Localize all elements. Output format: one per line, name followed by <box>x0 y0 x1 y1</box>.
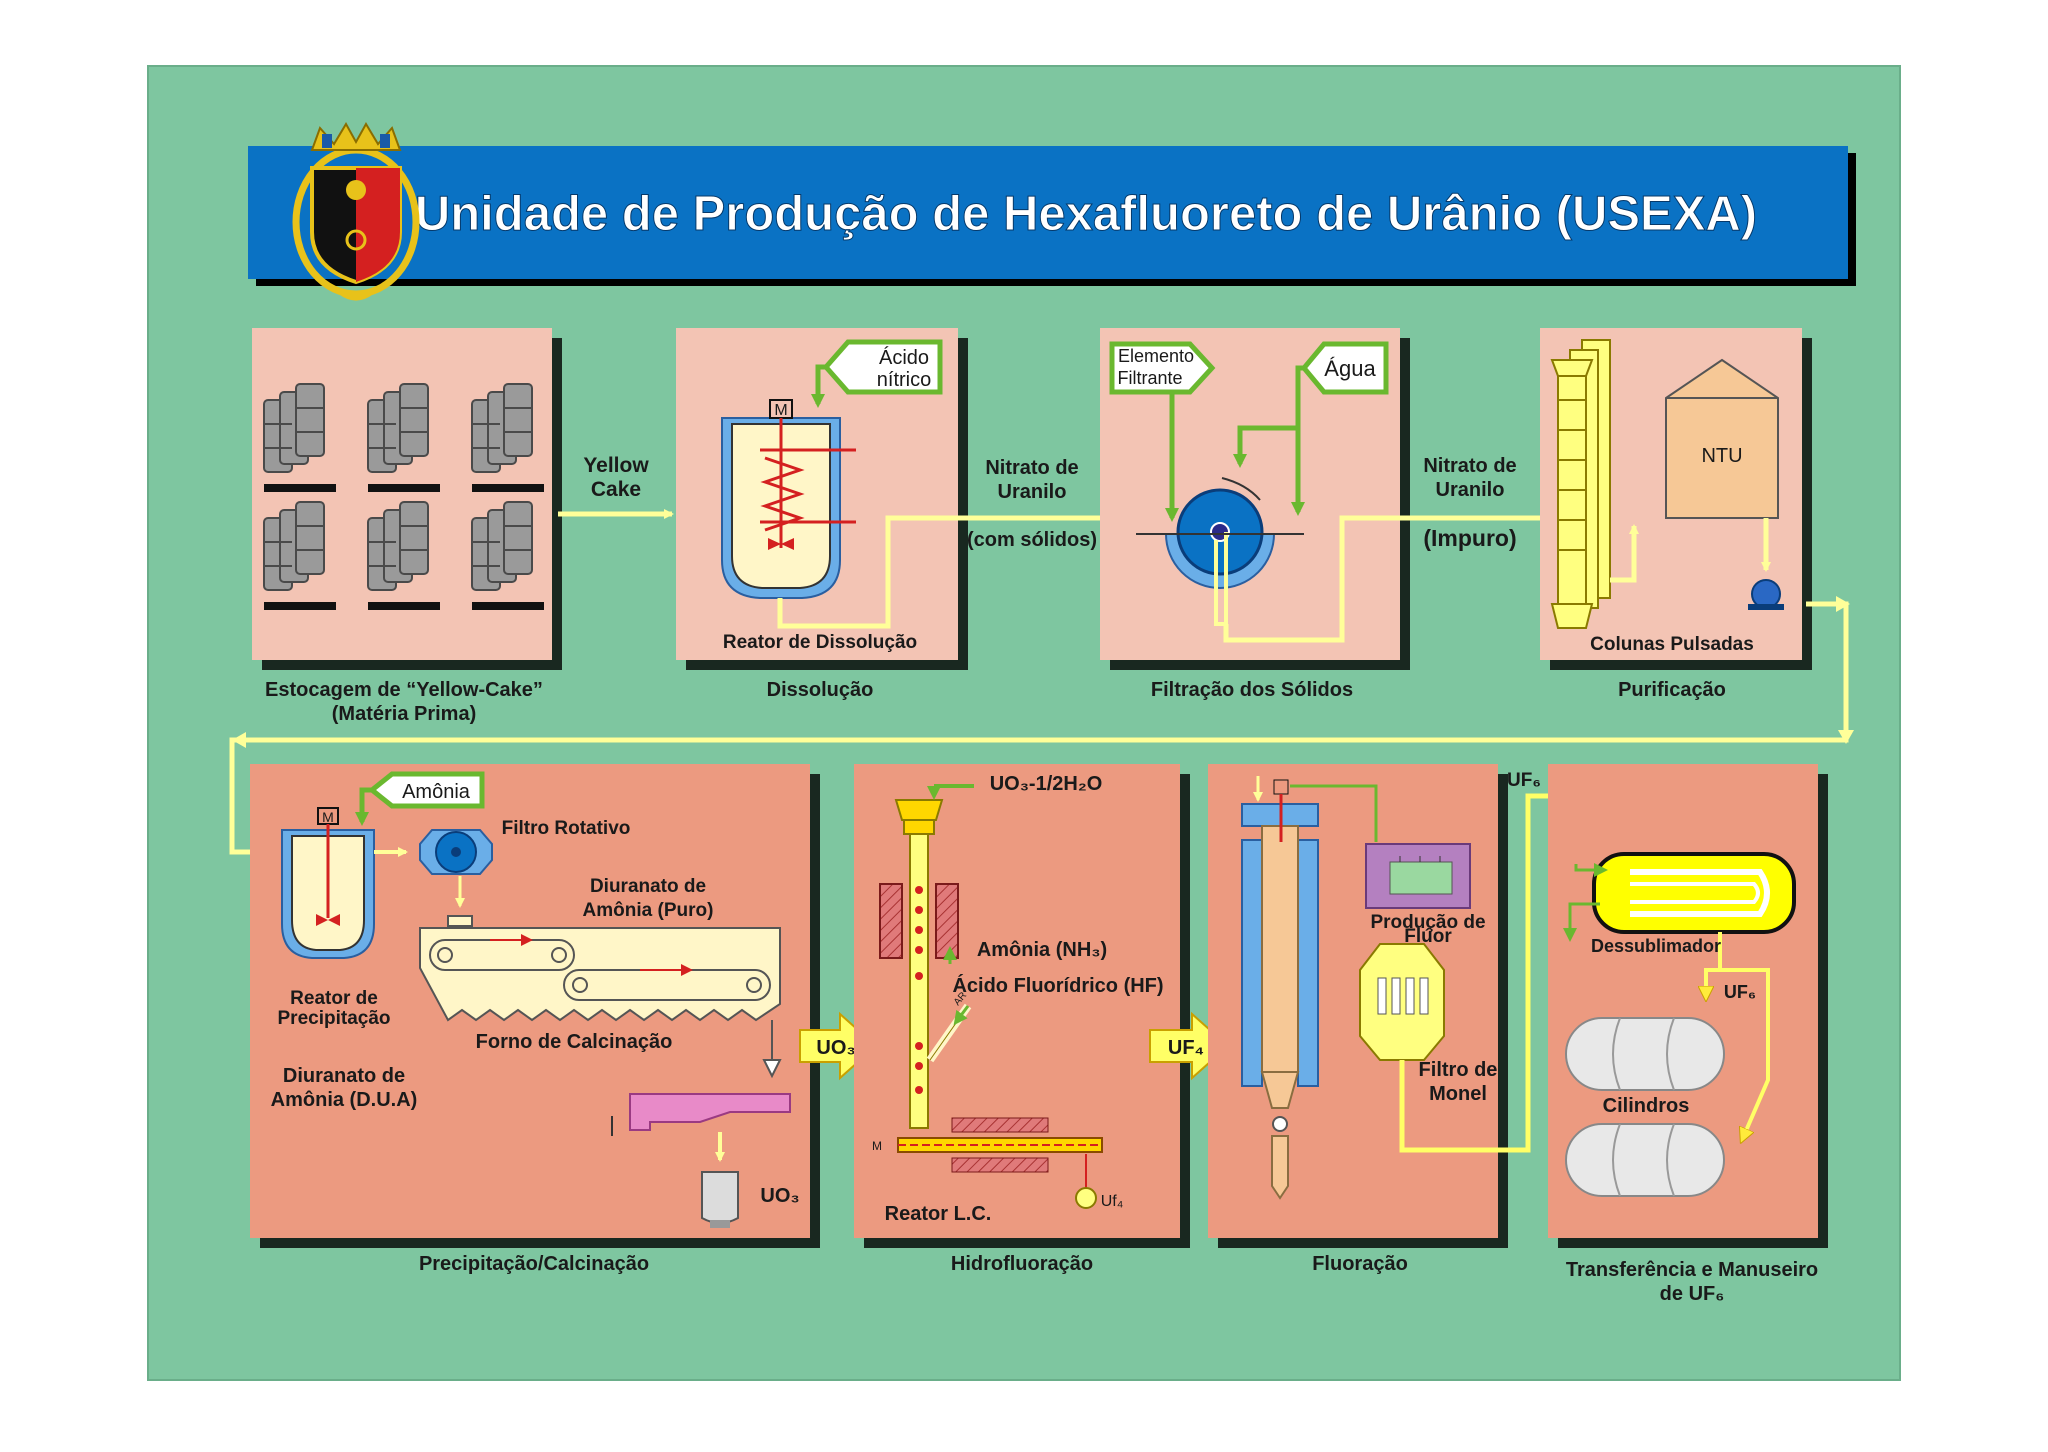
uo3-feed-label: UO₃-1/2H₂O <box>990 773 1103 795</box>
caption-precipitacao: Precipitação/Calcinação <box>419 1253 649 1275</box>
svg-text:Água: Água <box>1324 356 1376 381</box>
filtro-rotativo <box>419 829 493 875</box>
dua-label-2: Amônia (D.U.A) <box>271 1089 418 1111</box>
caption-estocagem-1: Estocagem de “Yellow-Cake” <box>265 679 543 701</box>
producao-fluor-2: Flúor <box>1404 926 1452 947</box>
flow-label-nitrato-impuro-1: Nitrato de <box>1423 455 1516 477</box>
flow-arrowhead-left <box>232 732 246 748</box>
forno-label: Forno de Calcinação <box>476 1031 673 1053</box>
fluorination-reactor <box>1241 776 1378 1200</box>
reator-lc-label: Reator L.C. <box>885 1203 992 1225</box>
caption-fluoracao: Fluoração <box>1312 1253 1408 1275</box>
hydrofluorination-reactor: M Uf₄ AR <box>872 784 1124 1210</box>
panel-estocagem <box>252 328 562 670</box>
panel-hidrofluoracao <box>854 764 1190 1248</box>
svg-text:UO₃: UO₃ <box>816 1037 855 1059</box>
precipitation-reactor: M <box>281 807 375 959</box>
coat-of-arms-emblem <box>292 122 420 301</box>
forno-de-calcinacao <box>419 915 781 1022</box>
flow-label-yellow: Yellow <box>583 454 649 477</box>
title-bar <box>248 146 1848 279</box>
uo3-product-label: UO₃ <box>760 1185 799 1207</box>
pump-icon <box>1751 579 1781 609</box>
caption-transferencia-1: Transferência e Manuseiro <box>1566 1259 1818 1281</box>
svg-text:Amônia: Amônia <box>402 781 471 803</box>
uf4-hf-label: Uf₄ <box>1101 1193 1124 1210</box>
caption-hidrofluoracao: Hidrofluoração <box>951 1253 1093 1275</box>
dua-label-1: Diuranato de <box>283 1065 405 1087</box>
diuranato-puro-1: Diuranato de <box>590 876 706 897</box>
cylinder-bottom <box>1565 1123 1725 1197</box>
pulsed-columns <box>1550 339 1611 629</box>
colunas-pulsadas-label: Colunas Pulsadas <box>1590 634 1754 655</box>
reator-precipitacao-2: Precipitação <box>278 1008 391 1029</box>
amonia-tag: Amônia <box>355 771 485 826</box>
ntu-tank: NTU <box>1610 358 1784 610</box>
caption-dissolucao: Dissolução <box>767 679 874 701</box>
page-title: Unidade de Produção de Hexafluoreto de U… <box>415 187 1757 241</box>
flow-arrowhead-down <box>1838 730 1854 744</box>
svg-text:Elemento: Elemento <box>1118 346 1194 366</box>
producao-de-fluor-unit <box>1365 843 1471 909</box>
amonia-nh3-label: Amônia (NH₃) <box>977 939 1107 961</box>
flow-label-nitrato-impuro-2: Uranilo <box>1436 479 1505 501</box>
flow-line-nitrato-com-solidos <box>777 513 1148 629</box>
elemento-filtrante-tag: Elemento Filtrante <box>1109 341 1216 522</box>
motor-label: M <box>774 402 787 419</box>
svg-text:UF₄: UF₄ <box>1168 1037 1204 1059</box>
svg-text:M: M <box>322 809 334 825</box>
filtro-monel <box>1359 793 1684 1153</box>
reator-precipitacao-1: Reator de <box>290 988 378 1009</box>
filtro-monel-1: Filtro de <box>1419 1059 1498 1081</box>
caption-estocagem-2: (Matéria Prima) <box>332 703 477 725</box>
rotary-filter <box>1136 477 1396 643</box>
flow-label-nitrato-1: Nitrato de <box>985 457 1078 479</box>
svg-text:Filtrante: Filtrante <box>1117 368 1182 388</box>
acido-fluoridrico-label: Ácido Fluorídrico (HF) <box>952 974 1163 997</box>
svg-text:NTU: NTU <box>1701 445 1742 467</box>
svg-text:nítrico: nítrico <box>877 369 931 391</box>
diuranato-puro-2: Amônia (Puro) <box>583 900 714 921</box>
filtro-rotativo-label: Filtro Rotativo <box>502 818 631 839</box>
producao-fluor-1: Produção de <box>1370 912 1485 933</box>
uf6-transfer-label: UF₆ <box>1724 982 1756 1002</box>
svg-text:Ácido: Ácido <box>879 346 929 369</box>
reator-dissolucao-label: Reator de Dissolução <box>723 632 917 653</box>
flow-label-nitrato-2: Uranilo <box>998 481 1067 503</box>
dessublimador-unit <box>1563 852 1796 1140</box>
cylinder-top <box>1565 1017 1725 1091</box>
caption-filtracao: Filtração dos Sólidos <box>1151 679 1353 701</box>
uf6-flow-label: UF₆ <box>1507 770 1541 791</box>
caption-purificacao: Purificação <box>1618 679 1726 701</box>
agua-tag: Água <box>1233 341 1389 516</box>
flow-arrowhead-right <box>1836 596 1850 612</box>
dissolution-reactor: M <box>721 399 856 599</box>
caption-transferencia-2: de UF₆ <box>1660 1283 1725 1305</box>
cilindros-label: Cilindros <box>1603 1095 1690 1117</box>
flow-label-cake: Cake <box>591 478 641 501</box>
dessublimador-label: Dessublimador <box>1591 936 1721 956</box>
filtro-monel-2: Monel <box>1429 1083 1487 1105</box>
flow-label-impuro: (Impuro) <box>1423 525 1516 551</box>
flow-label-com-solidos: (com sólidos) <box>967 529 1097 551</box>
calcination-screw-conveyor <box>611 1020 791 1228</box>
svg-text:M: M <box>872 1139 882 1153</box>
drum-stacks <box>263 383 544 610</box>
acido-nitrico-tag: Ácido nítrico <box>811 339 943 408</box>
